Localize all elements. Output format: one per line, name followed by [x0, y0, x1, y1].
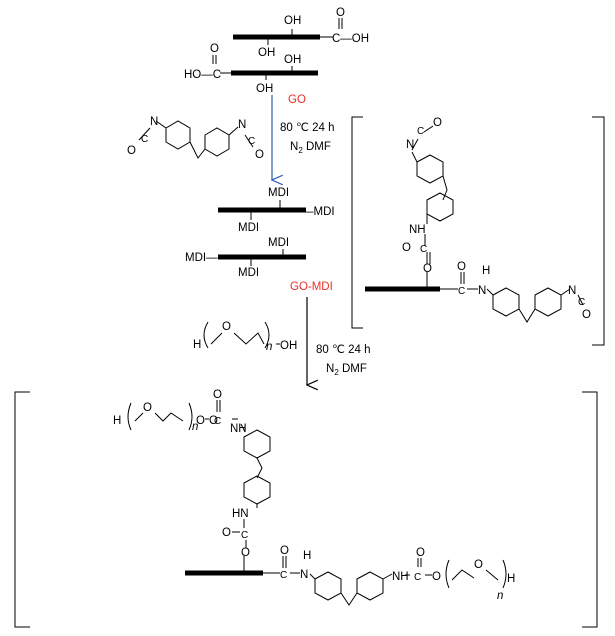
- mdi-n-atom: N: [150, 116, 158, 128]
- svg-text:O: O: [196, 415, 205, 427]
- svg-text:n: n: [497, 590, 503, 602]
- svg-text:O: O: [402, 242, 411, 254]
- svg-text:MDI—: MDI—: [185, 252, 218, 264]
- step2-solvent: N2 DMF: [326, 363, 367, 377]
- svg-text:MDI: MDI: [238, 222, 259, 234]
- svg-text:C: C: [420, 244, 427, 255]
- svg-text:H: H: [303, 550, 311, 562]
- carboxyl-label: HO—C: [184, 69, 221, 81]
- svg-text:n: n: [192, 421, 198, 433]
- svg-text:C: C: [414, 572, 421, 583]
- svg-text:O: O: [143, 402, 152, 414]
- hydroxyl-label: OH: [284, 54, 301, 66]
- svg-text:N: N: [300, 569, 308, 581]
- svg-text:MDI: MDI: [238, 267, 259, 279]
- mdi-o-atom: O: [127, 145, 136, 157]
- go-label: GO: [288, 94, 306, 106]
- step1-solvent: N2 DMF: [290, 141, 331, 155]
- svg-text:C: C: [280, 570, 287, 581]
- svg-text:H: H: [482, 265, 490, 277]
- svg-text:O: O: [222, 321, 231, 333]
- svg-text:C: C: [241, 530, 248, 541]
- svg-text:O: O: [433, 117, 442, 129]
- svg-text:N: N: [406, 139, 414, 151]
- svg-text:O: O: [209, 415, 218, 427]
- product-structure: [127, 400, 507, 606]
- carboxyl-label: C—OH: [332, 33, 369, 45]
- go-mdi-structure: MDI —MDI MDI MDI MDI— MDI GO-MDI: [185, 187, 335, 293]
- svg-text:n: n: [266, 341, 272, 353]
- svg-text:NH: NH: [409, 224, 426, 236]
- svg-text:O: O: [457, 261, 466, 273]
- go-mdi-label: GO-MDI: [290, 281, 333, 293]
- svg-text:O: O: [222, 527, 231, 539]
- mdi-reagent-structure: [138, 120, 254, 159]
- svg-text:N: N: [568, 285, 576, 297]
- mdi-n-atom: N: [238, 119, 246, 131]
- peg-reagent-structure: [203, 321, 280, 349]
- svg-text:O: O: [474, 559, 483, 571]
- go-mdi-detail-bracket: [351, 116, 605, 346]
- svg-text:OH: OH: [280, 340, 297, 352]
- mdi-c-atom: C: [141, 134, 148, 145]
- svg-text:N: N: [478, 285, 486, 297]
- svg-text:O: O: [416, 547, 425, 559]
- svg-text:NH: NH: [392, 571, 409, 583]
- svg-text:O: O: [280, 545, 289, 557]
- step2-temperature-time: 80 ℃ 24 h: [316, 344, 370, 356]
- svg-text:MDI: MDI: [268, 187, 289, 199]
- svg-text:O: O: [423, 263, 432, 275]
- svg-text:—MDI: —MDI: [302, 206, 335, 218]
- mdi-o-atom: O: [255, 149, 264, 161]
- svg-text:HN: HN: [232, 508, 249, 520]
- mdi-c-atom: C: [248, 136, 255, 147]
- svg-text:H: H: [507, 573, 515, 585]
- step1-temperature-time: 80 ℃ 24 h: [280, 122, 334, 134]
- svg-text:MDI: MDI: [268, 237, 289, 249]
- product-bracket: [14, 391, 598, 628]
- svg-text:C: C: [214, 416, 221, 427]
- carbonyl-o-label: O: [336, 7, 345, 19]
- carbonyl-o-label: O: [210, 43, 219, 55]
- svg-text:H: H: [113, 415, 121, 427]
- svg-text:O: O: [213, 389, 222, 401]
- svg-text:NH: NH: [230, 423, 247, 435]
- go-mdi-detail-structure: [411, 125, 584, 323]
- svg-text:O: O: [241, 547, 250, 559]
- svg-text:H: H: [193, 339, 201, 351]
- svg-text:C: C: [578, 297, 585, 308]
- hydroxyl-label: OH: [284, 15, 301, 27]
- hydroxyl-label: OH: [258, 47, 275, 59]
- svg-text:O: O: [582, 309, 591, 321]
- svg-text:C: C: [417, 126, 424, 137]
- go-structure: OH OH C—OH O OH OH HO—C O GO: [184, 7, 369, 106]
- hydroxyl-label: OH: [256, 83, 273, 95]
- svg-text:O: O: [432, 571, 441, 583]
- svg-text:C: C: [458, 286, 465, 297]
